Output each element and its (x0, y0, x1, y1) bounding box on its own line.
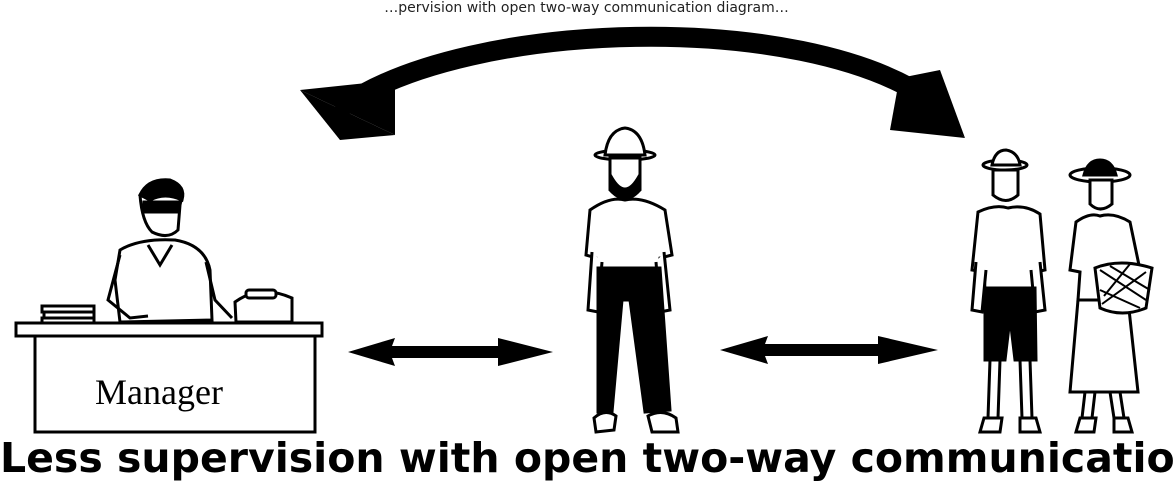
footer-caption: Less supervision with open two-way commu… (0, 430, 1173, 486)
curved-two-way-arrow (300, 37, 965, 140)
telephone-icon (235, 290, 292, 322)
left-double-arrow (348, 338, 553, 366)
farmer-man-icon (972, 150, 1045, 432)
desk-label: Manager (95, 372, 223, 412)
manager-at-desk-icon: Manager (16, 180, 322, 432)
books-stack-icon (42, 306, 94, 324)
farmer-woman-with-basket-icon (1070, 160, 1152, 432)
supervisor-with-hat-icon (586, 128, 678, 432)
right-double-arrow (720, 336, 938, 364)
